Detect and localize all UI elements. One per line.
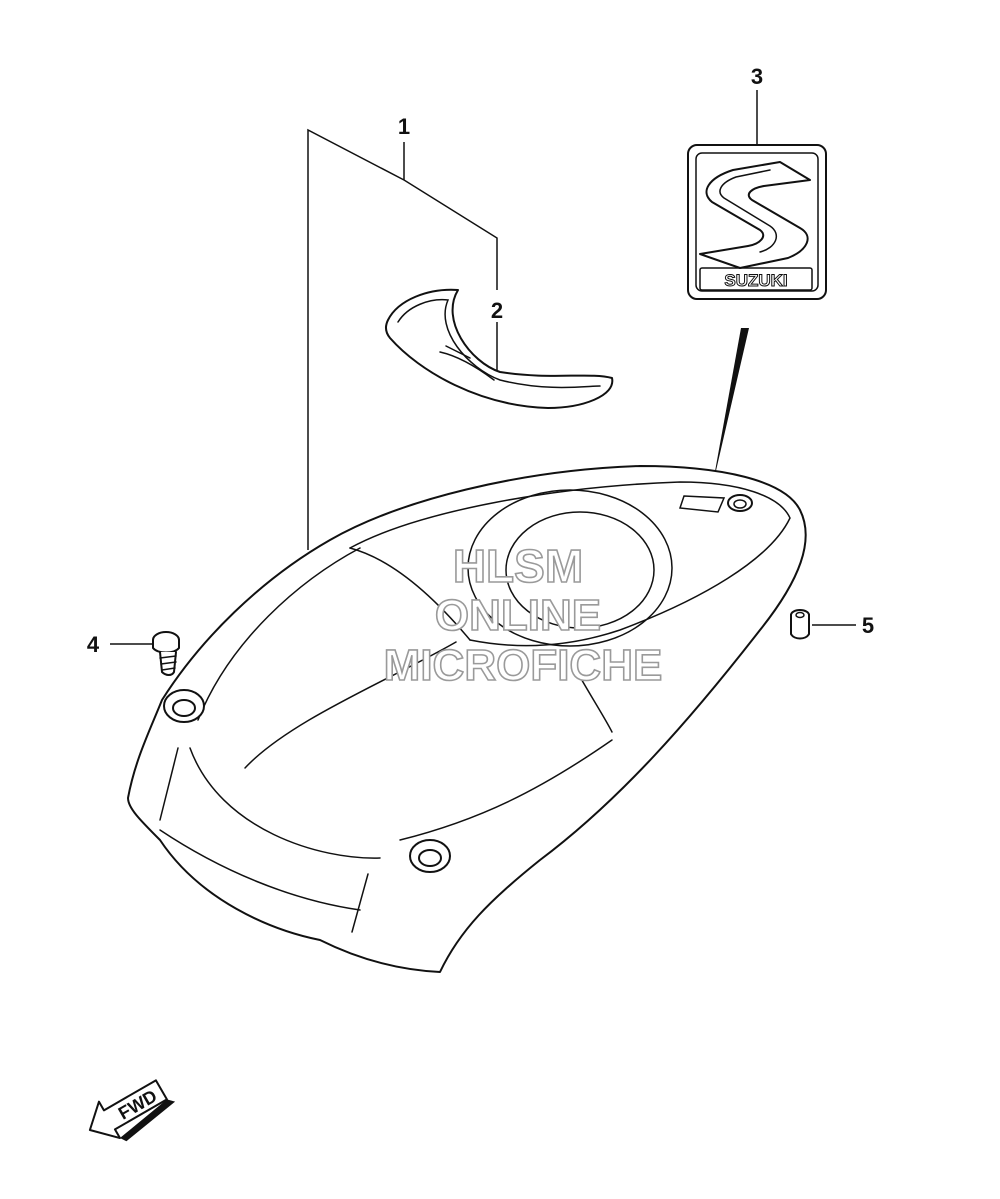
callout-4: 4 [87, 632, 100, 657]
watermark-line-3: MICROFICHE [384, 641, 663, 690]
callout-3: 3 [751, 64, 763, 89]
part-5-nut [790, 609, 856, 640]
callout-2: 2 [491, 298, 503, 323]
fwd-arrow-icon: FWD [88, 1079, 176, 1142]
watermark-line-2: ONLINE [435, 591, 601, 640]
callout-1: 1 [398, 114, 410, 139]
part-3-emblem: SUZUKI [687, 90, 827, 300]
callout-5: 5 [862, 613, 874, 638]
pointer-wedge [712, 328, 749, 488]
part-4-screw [110, 631, 180, 676]
emblem-text: SUZUKI [724, 271, 787, 290]
part-1-tank-cover [127, 465, 807, 973]
part-2-decal [384, 288, 614, 409]
leader-line-1 [307, 128, 498, 550]
watermark-line-1: HLSM [453, 540, 583, 592]
